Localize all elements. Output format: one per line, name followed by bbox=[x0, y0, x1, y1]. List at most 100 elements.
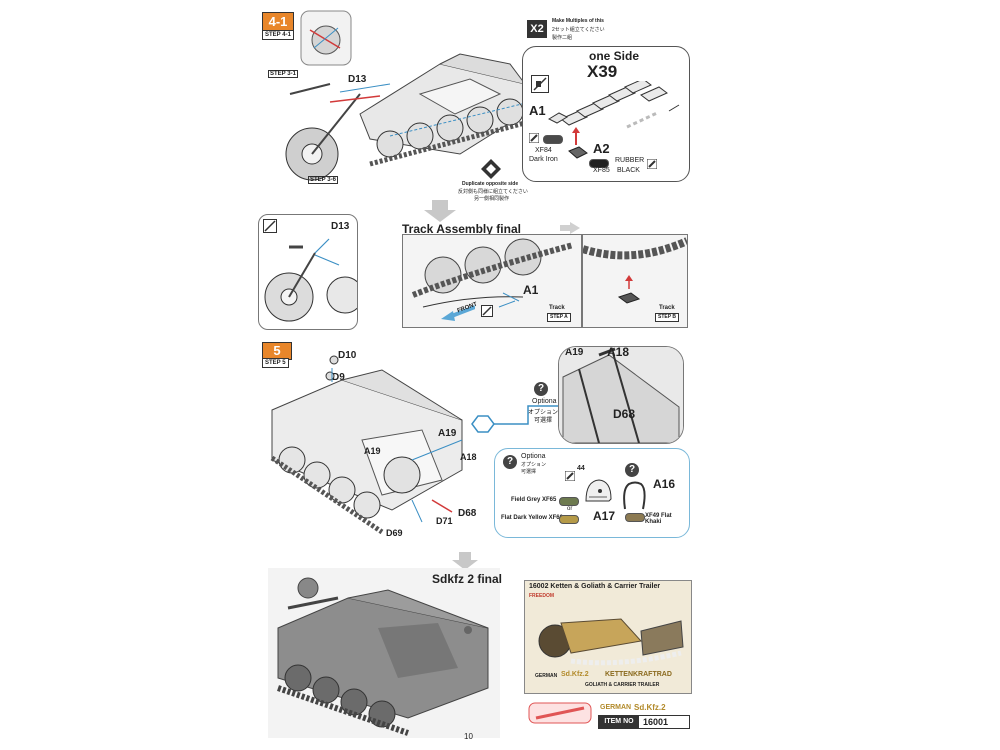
track-final-panel-a: A1 FRONT Track STEP A bbox=[402, 234, 582, 328]
box-art-picture bbox=[538, 618, 684, 666]
track-final-panel-b: Track STEP B bbox=[582, 234, 688, 328]
ref-step-3-1: STEP 3-1 bbox=[268, 70, 298, 78]
ref-step-3-6: STEP 3-6 bbox=[308, 176, 338, 184]
track-a-step: STEP A bbox=[547, 313, 571, 322]
optional-helmet-panel: ? Optiona オプション 可選擇 44 Field Grey XF65 o… bbox=[494, 448, 690, 538]
part-d10: D10 bbox=[338, 350, 357, 361]
part-a17: A17 bbox=[593, 509, 616, 523]
arrow-right-icon bbox=[560, 222, 580, 234]
paint-swatch-xf84 bbox=[543, 135, 563, 144]
d13-detail-panel: D13 bbox=[258, 214, 358, 330]
item-label: ITEM NO bbox=[599, 716, 639, 728]
page-number: 10 bbox=[464, 732, 473, 741]
part-a16: A16 bbox=[653, 477, 676, 491]
multiply-x2-text: X2 bbox=[530, 23, 544, 35]
step-4-1-inset bbox=[300, 10, 352, 66]
track-b-step: STEP B bbox=[655, 313, 679, 322]
paint-swatch-xf85 bbox=[589, 159, 609, 168]
multiply-jp: 2セット組立てください bbox=[552, 27, 605, 33]
no-glue-icon-2 bbox=[263, 219, 277, 233]
paint-xf85-name-2: BLACK bbox=[617, 167, 640, 174]
optional3-question-icon: ? bbox=[625, 463, 639, 477]
step-4-1-badge: 4-1 bbox=[262, 12, 294, 32]
part-a1: A1 bbox=[529, 103, 546, 118]
link-marker-icon bbox=[471, 405, 568, 433]
flat-khaki-label: XF49 Flat Khaki bbox=[645, 513, 672, 525]
paint-icon-xf84 bbox=[529, 133, 539, 143]
optional-part-a19: A19 bbox=[565, 347, 584, 358]
optional2-cn: 可選擇 bbox=[521, 469, 537, 475]
optional2-jp: オプション bbox=[521, 462, 547, 468]
paint-xf84: XF84 bbox=[535, 147, 552, 154]
step-5-number: 5 bbox=[273, 343, 281, 358]
track-links-drawing bbox=[560, 81, 680, 129]
helmet-drawing bbox=[585, 479, 612, 502]
one-side-count: X39 bbox=[587, 62, 618, 81]
optional2-en: Optiona bbox=[521, 453, 546, 460]
optional-question-icon: ? bbox=[534, 382, 548, 396]
item-title-2: Sd.Kfz.2 bbox=[634, 703, 666, 712]
part-a2-link bbox=[568, 146, 588, 159]
duplicate-side-icon bbox=[480, 158, 502, 180]
part-a19-body: A19 bbox=[364, 446, 381, 456]
one-side-label: one Side bbox=[589, 49, 640, 63]
optional-part-a18: A18 bbox=[607, 346, 630, 359]
track-link-panel: one Side X39 A1 XF84 D bbox=[522, 46, 690, 182]
paint-xf85-name-1: RUBBER bbox=[615, 157, 645, 164]
paint-number-44: 44 bbox=[577, 465, 585, 472]
kettenkrad-step5-drawing bbox=[270, 355, 463, 535]
flat-dark-yellow-label: Flat Dark Yellow XF60 bbox=[501, 515, 563, 521]
optional-en: Optiona bbox=[532, 398, 557, 405]
optional-jp: オプション bbox=[528, 410, 559, 416]
multiply-x2-badge: X2 bbox=[527, 20, 547, 38]
part-d68: D68 bbox=[458, 508, 477, 519]
box-art: 16002 Ketten & Goliath & Carrier Trailer… bbox=[524, 580, 692, 694]
part-d13: D13 bbox=[348, 74, 367, 85]
final-title: Sdkfz 2 final bbox=[432, 572, 503, 586]
box-line2: KETTENKRAFTRAD bbox=[605, 671, 672, 678]
arrow-down-icon-2 bbox=[452, 552, 478, 570]
part-a18-side: A18 bbox=[460, 452, 477, 462]
duplicate-en: Duplicate opposite side bbox=[462, 181, 519, 187]
part-a2: A2 bbox=[593, 141, 610, 156]
paint-xf84-name: Dark Iron bbox=[529, 156, 558, 163]
field-grey-swatch bbox=[559, 497, 579, 506]
part-d71: D71 bbox=[436, 516, 453, 526]
item-title-1: GERMAN bbox=[600, 704, 632, 711]
d13-detail-drawing bbox=[264, 238, 357, 322]
final-render-panel bbox=[268, 568, 500, 738]
part-a19-side: A19 bbox=[438, 428, 457, 439]
box-title: 16002 Ketten & Goliath & Carrier Trailer bbox=[529, 583, 661, 590]
multiply-en: Make Multiples of this bbox=[552, 18, 604, 24]
track-a-label: Track bbox=[549, 305, 565, 311]
item-number-box: ITEM NO 16001 bbox=[598, 715, 690, 729]
arrow-down-icon bbox=[424, 200, 456, 222]
step-4-1-label: STEP 4-1 bbox=[262, 30, 294, 40]
optional-part-d68: D68 bbox=[613, 407, 636, 421]
part-d9: D9 bbox=[332, 372, 345, 383]
track-b-label: Track bbox=[659, 305, 675, 311]
track-final-part-a1: A1 bbox=[523, 283, 539, 297]
paint-xf85: XF85 bbox=[593, 167, 610, 174]
multiply-cn: 製作二組 bbox=[552, 35, 573, 41]
part-a1-link bbox=[547, 112, 569, 124]
box-line1: GERMAN bbox=[535, 673, 558, 679]
optional-cn: 可選擇 bbox=[534, 418, 553, 424]
cover-drawing bbox=[623, 481, 646, 510]
or-label: or bbox=[567, 506, 573, 512]
part-d13-detail: D13 bbox=[331, 221, 350, 232]
optional2-question-icon: ? bbox=[503, 455, 517, 469]
duplicate-jp: 反対側も同様に組立てください bbox=[458, 189, 528, 195]
kettenkrad-step4-drawing bbox=[285, 53, 541, 181]
flat-khaki-swatch bbox=[625, 513, 645, 522]
part-d69: D69 bbox=[386, 528, 403, 538]
box-sdkfz: Sd.Kfz.2 bbox=[561, 671, 589, 678]
track-final-title: Track Assembly final bbox=[402, 222, 521, 236]
box-line3: GOLIATH & CARRIER TRAILER bbox=[585, 682, 660, 688]
box-brand: FREEDOM bbox=[529, 593, 554, 599]
item-number: 16001 bbox=[643, 717, 669, 727]
freedom-logo bbox=[528, 702, 592, 724]
front-arrow-icon bbox=[441, 305, 475, 321]
instruction-page: 4-1 STEP 4-1 STEP 3-1 D13 bbox=[252, 0, 697, 750]
paint-mark-icon bbox=[565, 471, 575, 481]
